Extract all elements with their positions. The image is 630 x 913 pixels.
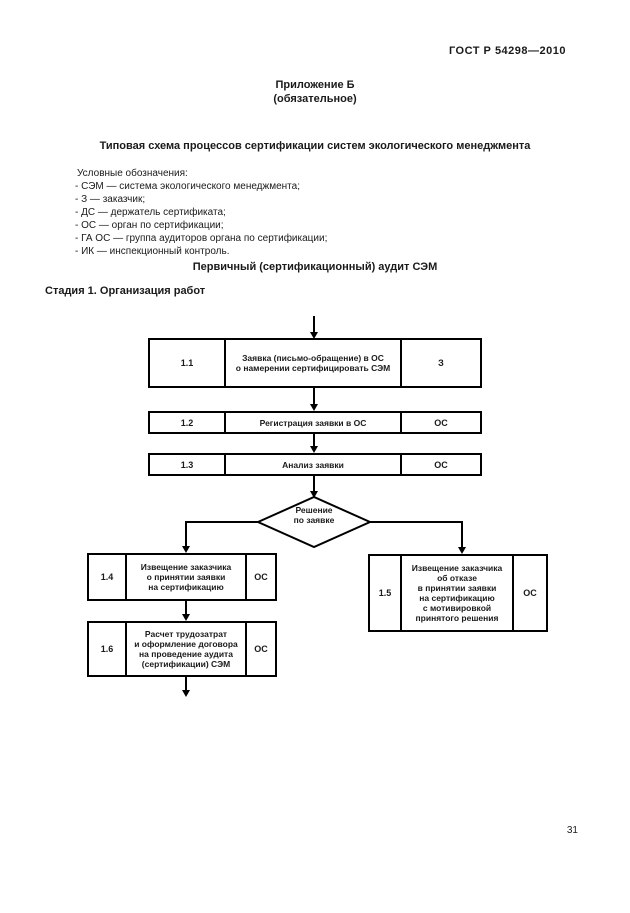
- flow-step-1-6: 1.6 Расчет трудозатрат и оформление дого…: [87, 621, 277, 677]
- step-actor: ОС: [400, 455, 480, 474]
- step-actor: ОС: [245, 623, 275, 675]
- legend-item: - ГА ОС — группа аудиторов органа по сер…: [75, 233, 328, 244]
- flow-step-1-2: 1.2 Регистрация заявки в ОС ОС: [148, 411, 482, 434]
- step-text: Расчет трудозатрат и оформление договора…: [125, 623, 245, 675]
- legend-item: - СЭМ — система экологического менеджмен…: [75, 181, 300, 192]
- step-text: Извещение заказчика об отказе в принятии…: [400, 556, 512, 630]
- page-number: 31: [566, 825, 578, 836]
- legend-item: - З — заказчик;: [75, 194, 146, 205]
- flow-step-1-3: 1.3 Анализ заявки ОС: [148, 453, 482, 476]
- arrowhead: [182, 690, 190, 697]
- step-actor: ОС: [512, 556, 546, 630]
- legend-item: - ДС — держатель сертификата;: [75, 207, 226, 218]
- decision-label: Решение по заявке: [293, 505, 335, 525]
- appendix-subtitle: (обязательное): [273, 93, 357, 105]
- arrowhead: [458, 547, 466, 554]
- legend-block: Условные обозначения: - СЭМ — система эк…: [75, 167, 327, 258]
- step-number: 1.6: [100, 644, 114, 654]
- arrowhead: [182, 546, 190, 553]
- step-number: 1.3: [180, 459, 194, 470]
- arrowhead: [310, 491, 318, 498]
- flow-step-1-1: 1.1 Заявка (письмо-обращение) в ОС о нам…: [148, 338, 482, 388]
- step-text: Извещение заказчика о принятии заявки на…: [125, 555, 245, 599]
- step-number: 1.1: [180, 358, 194, 368]
- step-number: 1.4: [100, 572, 114, 582]
- legend-heading: Условные обозначения:: [77, 168, 188, 179]
- step-number: 1.2: [180, 417, 194, 428]
- appendix-heading: Приложение Б (обязательное): [0, 78, 630, 106]
- step-text: Регистрация заявки в ОС: [224, 413, 400, 432]
- arrowhead: [310, 332, 318, 339]
- page-title: Типовая схема процессов сертификации сис…: [99, 140, 531, 152]
- flow-step-1-4: 1.4 Извещение заказчика о принятии заявк…: [87, 553, 277, 601]
- step-actor: З: [400, 340, 480, 386]
- step-actor: ОС: [400, 413, 480, 432]
- arrowhead: [182, 614, 190, 621]
- audit-section-heading: Первичный (сертификационный) аудит СЭМ: [192, 261, 438, 273]
- appendix-title: Приложение Б: [275, 79, 355, 91]
- legend-item: - ОС — орган по сертификации;: [75, 220, 224, 231]
- arrow-decision-to-1-4: [185, 521, 258, 547]
- arrowhead: [310, 404, 318, 411]
- arrow-decision-to-1-5: [370, 521, 463, 548]
- document-id-header: ГОСТ Р 54298—2010: [448, 45, 566, 57]
- stage-section-heading: Стадия 1. Организация работ: [45, 285, 206, 297]
- step-actor: ОС: [245, 555, 275, 599]
- step-number: 1.5: [378, 588, 392, 598]
- legend-item: - ИК — инспекционный контроль.: [75, 246, 230, 257]
- arrowhead: [310, 446, 318, 453]
- step-text: Анализ заявки: [224, 455, 400, 474]
- step-text: Заявка (письмо-обращение) в ОС о намерен…: [224, 340, 400, 386]
- flow-step-1-5: 1.5 Извещение заказчика об отказе в прин…: [368, 554, 548, 632]
